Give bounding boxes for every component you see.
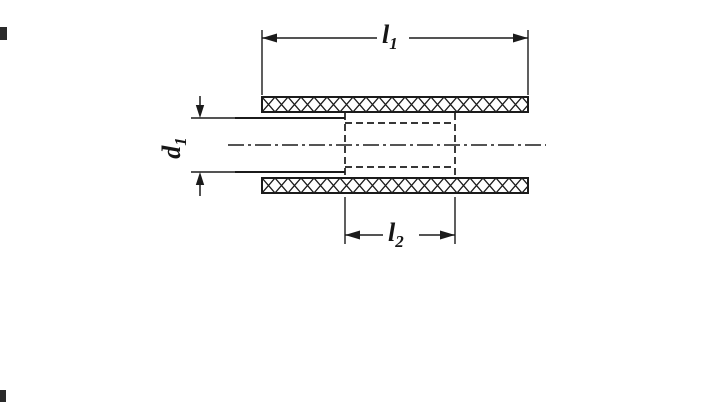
dimension-d1 [191,96,236,196]
d1-label-subscript: 1 [170,137,190,146]
inner-barrel-bore-dashed [345,122,455,168]
dimension-l2 [344,197,456,244]
bore-outline-left [235,117,345,173]
l2-label-base: l [388,218,396,247]
d1-extension-lines [191,117,236,173]
dimension-l1 [261,30,529,95]
d1-arrow-down-icon [195,105,205,118]
insulation-sleeve-bottom [261,177,529,194]
l2-arrow-right-icon [440,230,455,240]
d1-label: d1 [156,137,190,159]
scan-artifact-bottom [0,390,6,402]
l2-label-subscript: 2 [395,232,404,251]
l1-arrow-left-icon [262,33,277,43]
scan-artifact-top [0,27,7,40]
l1-extension-lines [261,30,529,95]
l1-label: l1 [382,20,398,53]
insulation-sleeve-top [261,96,529,113]
l1-arrow-right-icon [513,33,528,43]
l1-label-subscript: 1 [389,34,398,53]
d1-label-base: d [156,145,186,159]
d1-arrow-up-icon [195,172,205,185]
l2-extension-lines [344,197,456,244]
l2-arrow-left-icon [345,230,360,240]
l2-label: l2 [388,218,404,251]
l1-label-base: l [382,20,390,49]
